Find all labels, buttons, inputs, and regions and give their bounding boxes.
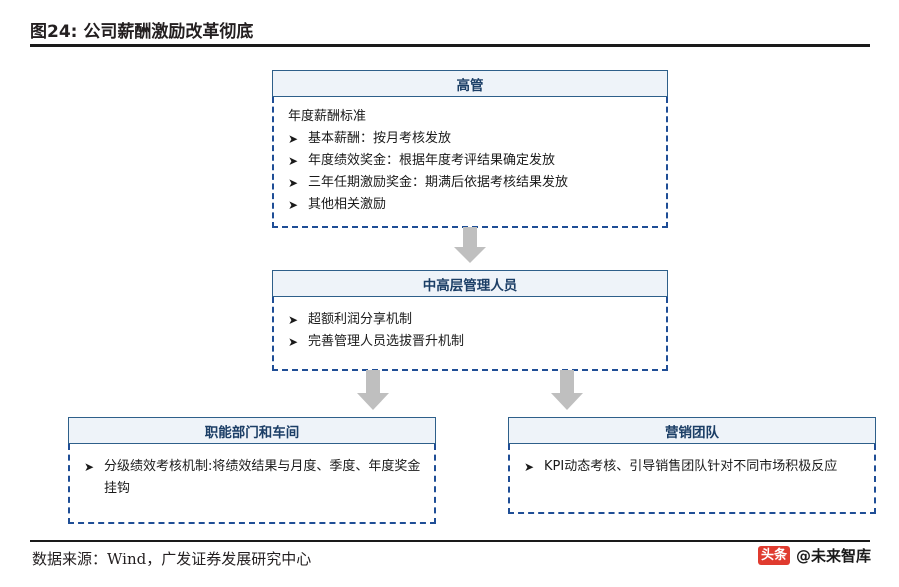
node-marketing-team: 营销团队 ➤ KPI动态考核、引导销售团队针对不同市场积极反应 [508,417,876,514]
figure-title-bar: 图24: 公司薪酬激励改革彻底 [30,14,870,44]
arrow-bullet-icon: ➤ [288,335,299,349]
node-functional-departments-workshops: 职能部门和车间 ➤ 分级绩效考核机制:将绩效结果与月度、季度、年度奖金挂钩 [68,417,436,524]
arrow-bullet-icon: ➤ [84,460,95,474]
node-middle-senior-management-body: ➤ 超额利润分享机制 ➤ 完善管理人员选拔晋升机制 [272,297,668,371]
node-middle-bullet-0: ➤ 超额利润分享机制 [288,309,654,331]
arrow-bullet-icon: ➤ [288,198,299,212]
node-functional-body: ➤ 分级绩效考核机制:将绩效结果与月度、季度、年度奖金挂钩 [68,444,436,524]
node-executives-line-1: 基本薪酬：按月考核发放 [308,131,452,146]
arrow-bullet-icon: ➤ [288,132,299,146]
node-functional-title: 职能部门和车间 [68,417,436,444]
arrow-middle-to-functional [355,370,391,410]
node-functional-line-0: 分级绩效考核机制:将绩效结果与月度、季度、年度奖金挂钩 [104,459,421,496]
watermark: 头条 @未来智库 [757,545,871,566]
watermark-logo: 头条 [757,546,790,565]
arrow-bullet-icon: ➤ [288,176,299,190]
node-executives-bullet-4: ➤ 其他相关激励 [288,194,654,216]
node-executives-line-4: 其他相关激励 [308,197,387,212]
watermark-label: @未来智库 [795,547,871,565]
arrow-middle-to-marketing [549,370,585,410]
node-middle-bullet-1: ➤ 完善管理人员选拔晋升机制 [288,331,654,353]
node-middle-senior-management: 中高层管理人员 ➤ 超额利润分享机制 ➤ 完善管理人员选拔晋升机制 [272,270,668,371]
node-executives-line-0: 年度薪酬标准 [288,109,367,124]
arrow-executives-to-middle [452,227,488,263]
arrow-bullet-icon: ➤ [288,313,299,327]
title-divider [30,44,870,47]
node-marketing-body: ➤ KPI动态考核、引导销售团队针对不同市场积极反应 [508,444,876,514]
toutiao-badge-icon: 头条 [757,546,790,565]
node-executives-bullet-2: ➤ 年度绩效奖金：根据年度考评结果确定发放 [288,150,654,172]
page-title: 图24: 公司薪酬激励改革彻底 [30,21,254,42]
node-middle-line-1: 完善管理人员选拔晋升机制 [308,334,465,349]
node-middle-line-0: 超额利润分享机制 [308,312,413,327]
node-marketing-line-0: KPI动态考核、引导销售团队针对不同市场积极反应 [544,459,838,474]
node-executives-title: 高管 [272,70,668,97]
down-arrow-icon [357,370,389,410]
node-middle-senior-management-title: 中高层管理人员 [272,270,668,297]
arrow-bullet-icon: ➤ [524,460,535,474]
arrow-bullet-icon: ➤ [288,154,299,168]
down-arrow-icon [551,370,583,410]
node-executives-line-3: 三年任期激励奖金：期满后依据考核结果发放 [308,175,569,190]
node-functional-bullet-0: ➤ 分级绩效考核机制:将绩效结果与月度、季度、年度奖金挂钩 [84,456,422,500]
node-marketing-title: 营销团队 [508,417,876,444]
node-executives-bullet-1: ➤ 基本薪酬：按月考核发放 [288,128,654,150]
down-arrow-icon [454,227,486,263]
node-executives-line-2: 年度绩效奖金：根据年度考评结果确定发放 [308,153,556,168]
source-note: 数据来源：Wind，广发证券发展研究中心 [32,550,312,568]
node-executives-bullet-3: ➤ 三年任期激励奖金：期满后依据考核结果发放 [288,172,654,194]
node-marketing-bullet-0: ➤ KPI动态考核、引导销售团队针对不同市场积极反应 [524,456,862,478]
node-executives-body: 年度薪酬标准 ➤ 基本薪酬：按月考核发放 ➤ 年度绩效奖金：根据年度考评结果确定… [272,97,668,228]
node-executives: 高管 年度薪酬标准 ➤ 基本薪酬：按月考核发放 ➤ 年度绩效奖金：根据年度考评结… [272,70,668,228]
footer-divider [30,540,870,542]
